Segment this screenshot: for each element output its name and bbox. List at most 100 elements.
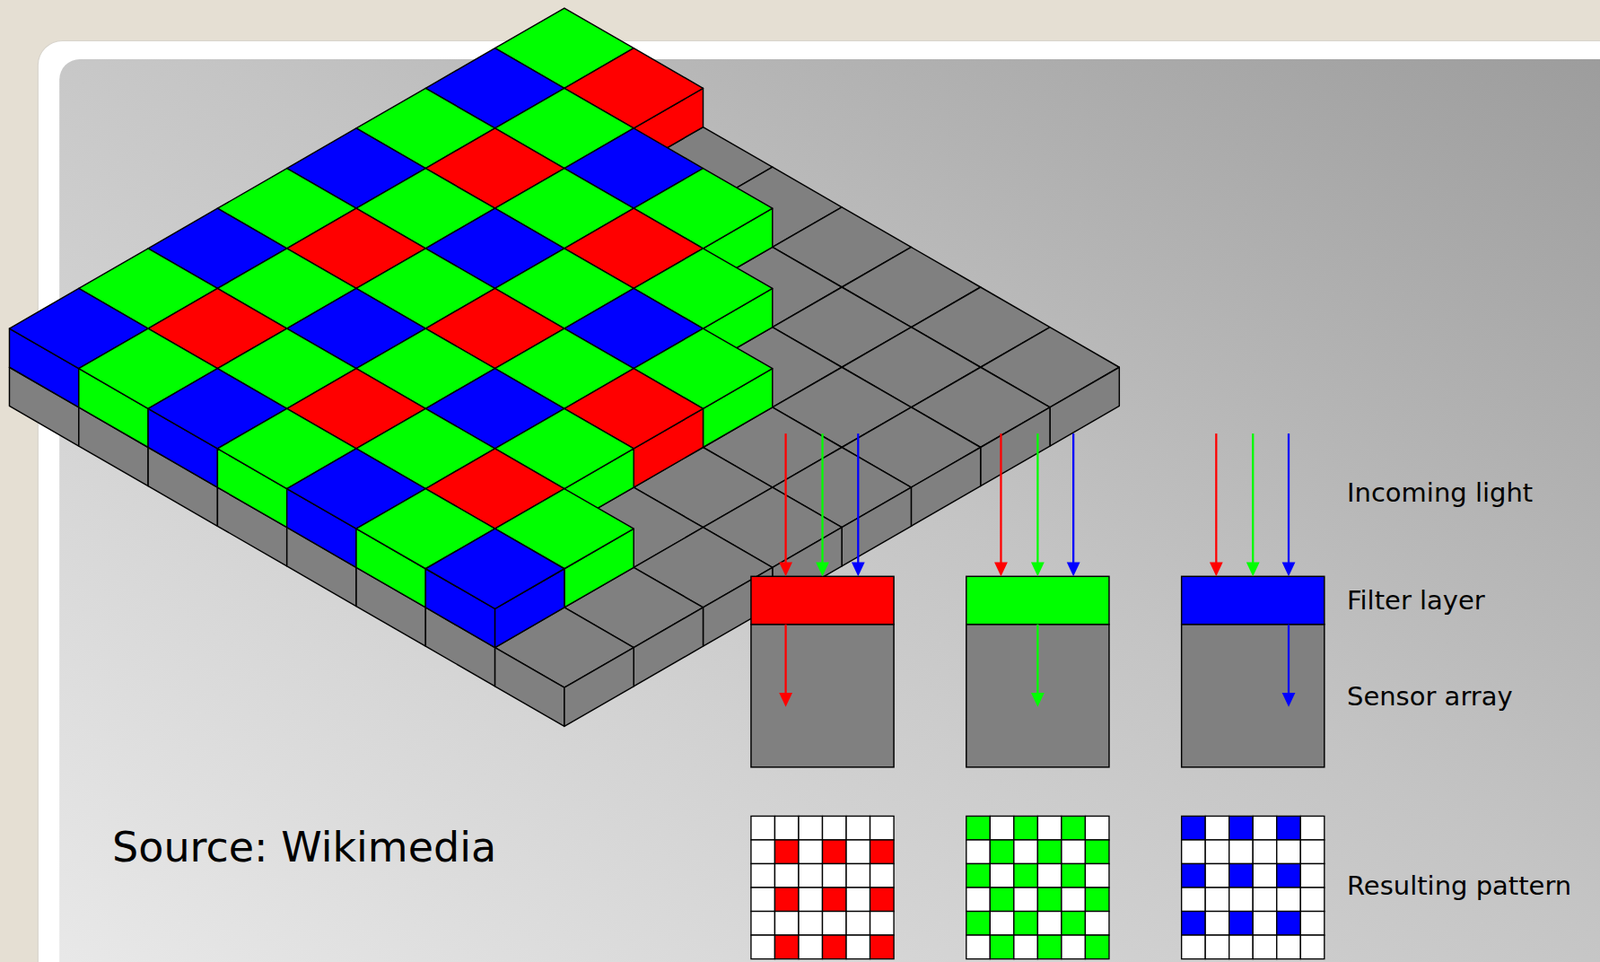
pattern-cell (846, 815, 871, 840)
pattern-cell (751, 935, 776, 960)
pattern-cell (1061, 863, 1086, 888)
pattern-cell (1037, 935, 1062, 960)
pattern-cell (846, 887, 871, 912)
pattern-cell (798, 887, 823, 912)
pattern-cell (774, 935, 799, 960)
pattern-cell (1061, 815, 1086, 840)
filter-section (966, 433, 1110, 959)
pattern-cell (1252, 935, 1277, 960)
pattern-cell (846, 935, 871, 960)
pattern-cell (1300, 911, 1325, 936)
light-ray (821, 433, 823, 565)
pattern-cell (798, 839, 823, 865)
pattern-cell (1205, 935, 1230, 960)
pattern-cell (1181, 935, 1207, 960)
sensor-cell-side (1049, 367, 1120, 446)
pattern-cell (774, 815, 799, 840)
pattern-cell (1061, 911, 1086, 936)
filter-block (1181, 576, 1325, 624)
pattern-cell (989, 911, 1015, 936)
light-ray (1215, 433, 1217, 565)
pattern-cell (846, 839, 871, 865)
arrow-head (1282, 692, 1296, 708)
filter-cell-top (425, 528, 565, 609)
sensor-cell-side (495, 647, 565, 727)
pattern-cell (1061, 887, 1086, 912)
pattern-cell (1300, 887, 1325, 912)
pattern-cell (989, 815, 1015, 840)
pattern-cell (1084, 911, 1110, 936)
pattern-cell (966, 863, 991, 888)
pattern-cell (822, 839, 848, 865)
pattern-cell (966, 815, 991, 840)
pattern-cell (1181, 911, 1207, 936)
arrow-head (1246, 561, 1260, 577)
pattern-cell (1252, 887, 1277, 912)
light-ray (784, 433, 787, 565)
sensor-block (966, 624, 1110, 768)
pattern-cell (751, 839, 776, 865)
pattern-cell (1181, 839, 1207, 865)
pattern-cell (870, 911, 895, 936)
pattern-cell (1014, 935, 1039, 960)
sensor-cell-side (633, 607, 703, 687)
sensor-illustration (8, 8, 1120, 726)
pattern-cell (798, 935, 823, 960)
pattern-cell (774, 863, 799, 888)
pattern-cell (774, 911, 799, 936)
filter-block (966, 576, 1110, 624)
pattern-cell (1084, 839, 1110, 865)
pattern-cell (1276, 935, 1302, 960)
sensor-block (751, 624, 894, 768)
pattern-cell (1014, 863, 1039, 888)
pattern-cell (822, 935, 848, 960)
pattern-cell (1300, 815, 1325, 840)
pattern-cell (1300, 935, 1325, 960)
light-ray (1072, 433, 1075, 565)
pattern-cell (1300, 839, 1325, 865)
pattern-cell (1252, 863, 1277, 888)
pattern-cell (966, 839, 991, 865)
light-ray (1251, 433, 1254, 565)
part-label: Sensor array (1346, 681, 1513, 712)
pattern-cell (798, 911, 823, 936)
arrow-head (1282, 561, 1296, 577)
pattern-cell (1205, 911, 1230, 936)
filter-section (751, 433, 894, 959)
pattern-cell (1229, 935, 1254, 960)
pattern-cell (989, 863, 1015, 888)
pattern-cell (751, 887, 776, 912)
pattern-cell (846, 863, 871, 888)
arrow-head (815, 561, 830, 577)
pattern-cell (1229, 863, 1254, 888)
sensor-cell-side (564, 647, 634, 727)
pattern-cell (989, 935, 1015, 960)
pattern-cell (1181, 887, 1207, 912)
pattern-cell (870, 863, 895, 888)
part-label: Resulting pattern (1346, 870, 1572, 901)
pattern-cell (1205, 839, 1230, 865)
pattern-cell (1229, 839, 1254, 865)
pattern-cell (1229, 911, 1254, 936)
pattern-cell (1084, 935, 1110, 960)
pattern-cell (1252, 839, 1277, 865)
pattern-cell (1084, 887, 1110, 912)
pattern-cell (774, 839, 799, 865)
pattern-cell (966, 935, 991, 960)
filter-block (751, 576, 894, 624)
pattern-cell (822, 815, 848, 840)
pattern-cell (1276, 815, 1302, 840)
pattern-cell (1037, 839, 1062, 865)
pattern-cell (1205, 815, 1230, 840)
pattern-cell (1061, 935, 1086, 960)
light-ray (1287, 624, 1290, 695)
pattern-cell (1037, 911, 1062, 936)
light-ray (1036, 433, 1039, 565)
part-label: Filter layer (1346, 585, 1486, 616)
pattern-cell (751, 863, 776, 888)
pattern-cell (1276, 887, 1302, 912)
pattern-cell (870, 839, 895, 865)
pattern-cell (1014, 839, 1039, 865)
sensor-cell-side (980, 407, 1050, 487)
pattern-cell (1061, 839, 1086, 865)
